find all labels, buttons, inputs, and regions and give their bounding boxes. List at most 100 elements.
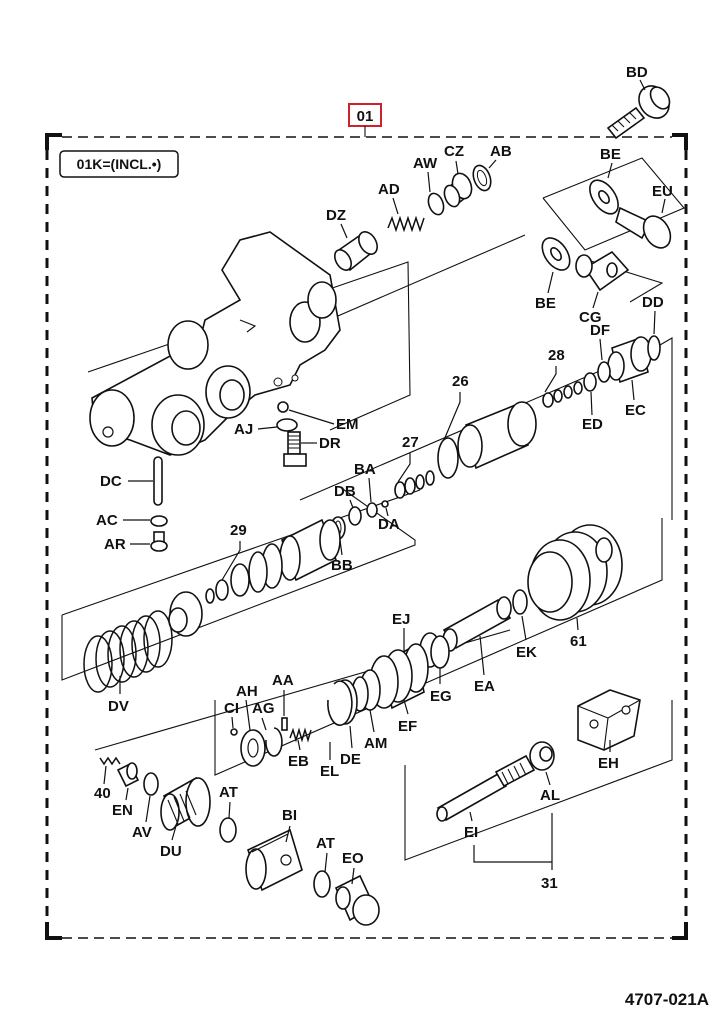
label-aj: AJ xyxy=(234,421,253,438)
label-ek: EK xyxy=(516,644,537,661)
label-at-1: AT xyxy=(219,784,238,801)
snap-ring-el[interactable] xyxy=(327,680,353,726)
label-at-2: AT xyxy=(316,835,335,852)
washer-be-top[interactable] xyxy=(584,175,624,219)
valve-body[interactable] xyxy=(89,231,341,456)
label-26: 26 xyxy=(452,373,469,390)
spring-ad[interactable] xyxy=(387,215,425,233)
label-28: 28 xyxy=(548,347,565,364)
label-61: 61 xyxy=(570,633,587,650)
oring-em[interactable] xyxy=(277,401,289,413)
label-31: 31 xyxy=(541,875,558,892)
yoke-eh[interactable] xyxy=(577,689,641,751)
part-da[interactable] xyxy=(381,500,389,508)
seal-am[interactable] xyxy=(351,669,381,712)
washer-aj[interactable] xyxy=(276,418,298,432)
label-eh: EH xyxy=(598,755,619,772)
label-ef: EF xyxy=(398,718,417,735)
label-df: DF xyxy=(590,322,610,339)
label-40: 40 xyxy=(94,785,111,802)
label-dc: DC xyxy=(100,473,122,490)
label-db: DB xyxy=(334,483,356,500)
label-ar: AR xyxy=(104,536,126,553)
part-ba[interactable] xyxy=(366,502,378,518)
ring-ag[interactable] xyxy=(265,727,283,757)
label-eu: EU xyxy=(652,183,673,200)
label-av: AV xyxy=(132,824,152,841)
plug-du[interactable] xyxy=(160,776,211,831)
oring-av[interactable] xyxy=(143,772,159,796)
label-be-top: BE xyxy=(600,146,621,163)
part-db[interactable] xyxy=(348,506,362,526)
assembly-frame xyxy=(45,133,688,940)
label-al: AL xyxy=(540,787,560,804)
kit-note-text: 01K=(INCL.•) xyxy=(77,156,162,172)
plug-dr[interactable] xyxy=(283,431,307,467)
label-em: EM xyxy=(336,416,359,433)
fitting-cg[interactable] xyxy=(575,250,630,292)
oring-at-1[interactable] xyxy=(219,817,237,843)
label-ba: BA xyxy=(354,461,376,478)
piston-ef[interactable] xyxy=(369,643,429,710)
label-ag: AG xyxy=(252,700,275,717)
label-ci: CI xyxy=(224,700,239,717)
plug-ar[interactable] xyxy=(150,531,168,552)
bolt-bd[interactable] xyxy=(606,80,675,140)
bolt-eu[interactable] xyxy=(615,206,676,253)
label-eo: EO xyxy=(342,850,364,867)
label-eb: EB xyxy=(288,753,309,770)
label-bb: BB xyxy=(331,557,353,574)
seal-eg[interactable] xyxy=(430,635,450,669)
piston-dz[interactable] xyxy=(331,229,380,273)
cap-ec[interactable] xyxy=(607,335,661,384)
washer-ac[interactable] xyxy=(150,515,168,527)
oring-aw[interactable] xyxy=(426,191,447,216)
label-ah: AH xyxy=(236,683,258,700)
washer-be-lower[interactable] xyxy=(537,233,576,275)
label-ei: EI xyxy=(464,824,478,841)
label-dd: DD xyxy=(642,294,664,311)
label-dv: DV xyxy=(108,698,129,715)
sleeve-26[interactable] xyxy=(437,401,537,479)
label-de: DE xyxy=(340,751,361,768)
spring-40[interactable] xyxy=(99,756,121,766)
part-en[interactable] xyxy=(116,762,140,788)
label-eg: EG xyxy=(430,688,452,705)
label-da: DA xyxy=(378,516,400,533)
ring-ek[interactable] xyxy=(512,589,528,615)
group-27[interactable] xyxy=(394,470,435,499)
label-bi: BI xyxy=(282,807,297,824)
label-en: EN xyxy=(112,802,133,819)
boot-61[interactable] xyxy=(527,524,623,621)
pin-aa[interactable] xyxy=(281,717,288,731)
label-ec: EC xyxy=(625,402,646,419)
group-28[interactable] xyxy=(542,381,583,408)
ball-ci[interactable] xyxy=(230,728,238,736)
snap-ring-ab[interactable] xyxy=(470,163,494,193)
label-dz: DZ xyxy=(326,207,346,224)
bracket-31 xyxy=(473,813,553,863)
label-aw: AW xyxy=(413,155,438,172)
clevis-bi[interactable] xyxy=(245,828,303,892)
nut-al[interactable] xyxy=(529,741,555,771)
pin-dc[interactable] xyxy=(153,456,163,506)
rod-ei[interactable] xyxy=(436,754,536,822)
rod-ea[interactable] xyxy=(442,596,512,652)
pin-eo[interactable] xyxy=(334,874,380,926)
drawing-code: 4707-021A xyxy=(625,990,709,1009)
oring-df[interactable] xyxy=(597,361,611,383)
ring-ed[interactable] xyxy=(583,372,597,392)
oring-at-2[interactable] xyxy=(313,870,331,898)
label-ad: AD xyxy=(378,181,400,198)
bushing-cz[interactable] xyxy=(442,171,475,209)
label-be-lower: BE xyxy=(535,295,556,312)
spring-dv[interactable] xyxy=(83,610,173,693)
assembly-ref-label: 01 xyxy=(357,108,374,125)
washer-ah[interactable] xyxy=(240,729,266,767)
piston-assembly-29[interactable] xyxy=(168,518,341,637)
label-ed: ED xyxy=(582,416,603,433)
kit-note-box xyxy=(59,150,179,178)
spring-eb[interactable] xyxy=(289,727,312,743)
label-bd: BD xyxy=(626,64,648,81)
